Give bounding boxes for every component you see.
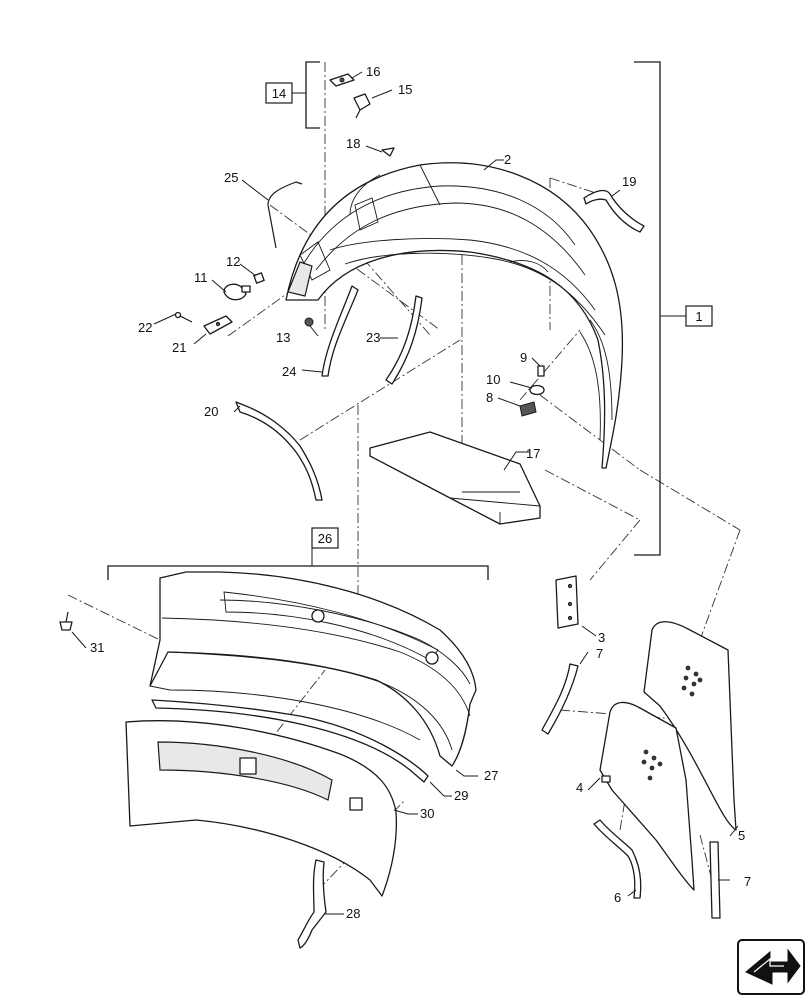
latch-plate-21 <box>203 315 233 335</box>
callout-27: 27 <box>484 768 498 783</box>
tab-18 <box>381 147 395 157</box>
callout-25: 25 <box>224 170 238 185</box>
next-page-arrow-icon[interactable] <box>737 939 805 995</box>
strip-20 <box>235 401 323 501</box>
bolt-13 <box>304 317 314 327</box>
seal-strip-24 <box>321 285 359 377</box>
callout-11: 11 <box>194 270 208 285</box>
panel-30 <box>125 720 398 897</box>
pin-12 <box>253 272 265 284</box>
callout-14: 14 <box>272 86 286 101</box>
callout-26: 26 <box>318 531 332 546</box>
callout-10: 10 <box>486 372 500 387</box>
callout-13: 13 <box>276 330 290 345</box>
callout-7-lower: 7 <box>744 874 751 889</box>
callout-9: 9 <box>520 350 527 365</box>
seal-strip-23 <box>385 295 423 385</box>
callout-21: 21 <box>172 340 186 355</box>
retainer-15 <box>353 93 371 119</box>
strip-19 <box>583 189 645 233</box>
main-fender-shell <box>285 162 624 469</box>
callout-20: 20 <box>204 404 218 419</box>
callout-15: 15 <box>398 82 412 97</box>
strip-28 <box>297 859 327 949</box>
strip-29 <box>151 699 429 783</box>
callout-2: 2 <box>504 152 511 167</box>
screw-22 <box>174 311 193 323</box>
rod-25 <box>267 181 303 249</box>
callout-6: 6 <box>614 890 621 905</box>
callout-29: 29 <box>454 788 468 803</box>
hinge-3 <box>555 575 579 629</box>
lower-fender-27 <box>149 571 477 767</box>
bracket-assembly-26 <box>107 565 489 580</box>
callout-box-14 <box>265 82 293 104</box>
callout-16: 16 <box>366 64 380 79</box>
callout-28: 28 <box>346 906 360 921</box>
seal-strip-7-lower <box>709 841 721 919</box>
callout-24: 24 <box>282 364 296 379</box>
callout-30: 30 <box>420 806 434 821</box>
callout-23: 23 <box>366 330 380 345</box>
callout-box-1 <box>685 305 713 327</box>
seal-strip-6 <box>593 819 642 899</box>
pad-17 <box>369 431 541 525</box>
callout-box-26 <box>311 527 339 549</box>
callout-3: 3 <box>598 630 605 645</box>
callout-12: 12 <box>226 254 240 269</box>
screw-31 <box>59 611 73 631</box>
bracket-assembly-14 <box>305 61 320 129</box>
callout-18: 18 <box>346 136 360 151</box>
callout-1: 1 <box>695 309 702 324</box>
callout-4: 4 <box>576 780 583 795</box>
callout-17: 17 <box>526 446 540 461</box>
callout-leaders <box>71 71 739 915</box>
callout-31: 31 <box>90 640 104 655</box>
callout-22: 22 <box>138 320 152 335</box>
seal-strip-7-upper <box>541 663 579 735</box>
callout-8: 8 <box>486 390 493 405</box>
callout-7-upper: 7 <box>596 646 603 661</box>
side-panel-4 <box>599 701 695 891</box>
callout-numbers: 1 2 3 4 5 6 7 7 8 9 10 11 12 13 14 15 16… <box>90 64 751 921</box>
knob-11 <box>223 283 251 301</box>
nut-stack-8-9-10 <box>519 365 545 417</box>
clip-16 <box>329 73 355 87</box>
bracket-assembly-1 <box>634 61 661 556</box>
callout-19: 19 <box>622 174 636 189</box>
callout-5: 5 <box>738 828 745 843</box>
